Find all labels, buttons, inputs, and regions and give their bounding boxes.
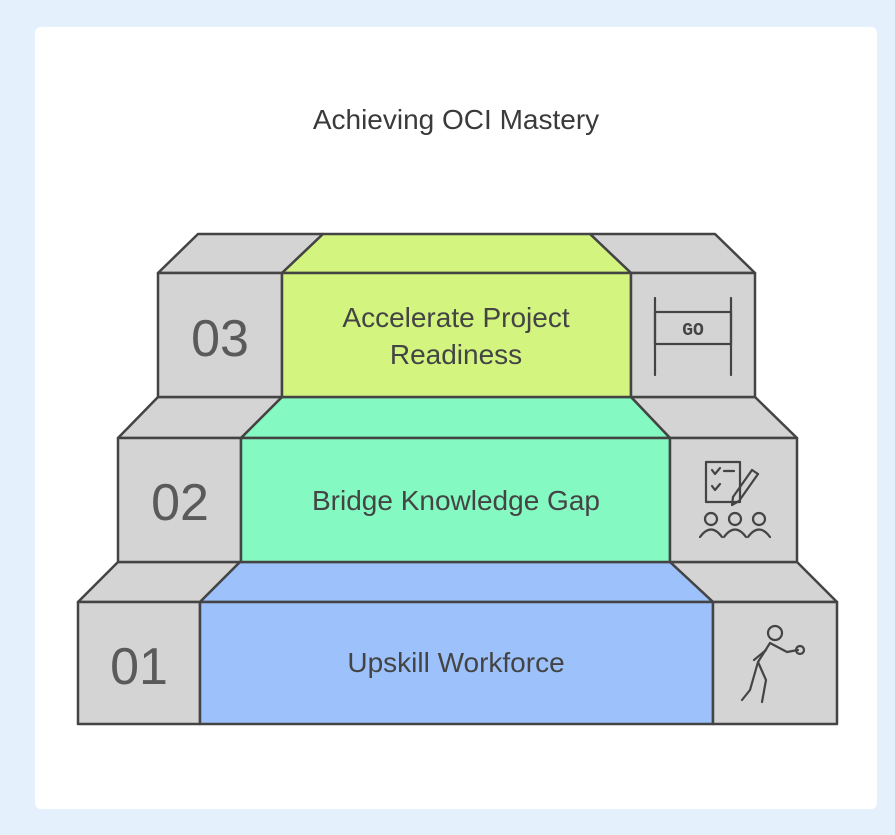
step-03-label-line-2: Readiness (390, 339, 522, 370)
step-01-left-block (76, 600, 202, 726)
step-01-center-block (198, 600, 715, 726)
step-02-label: Bridge Knowledge Gap (312, 485, 600, 516)
step-03-center-top (280, 232, 633, 275)
step-01-right-block (711, 600, 839, 726)
step-02-number: 02 (151, 474, 209, 532)
step-03-number: 03 (191, 310, 249, 368)
step-03-left-block (156, 271, 284, 399)
step-03-right-block (629, 271, 757, 399)
go-sign-icon: GO (653, 296, 733, 377)
diagram-title: Achieving OCI Mastery (312, 104, 600, 135)
person-running-icon (740, 624, 806, 704)
step-03-center-block (280, 271, 633, 399)
go-sign-text: GO (682, 321, 704, 341)
step-01-number: 01 (110, 638, 168, 696)
step-02-center-block (239, 436, 672, 564)
step-02-center-top (239, 395, 672, 440)
team-planning-icon (698, 460, 772, 539)
step-03-label-line-1: Accelerate Project (342, 302, 569, 333)
step-01-center-top (198, 560, 715, 604)
step-01-label: Upskill Workforce (347, 647, 564, 678)
